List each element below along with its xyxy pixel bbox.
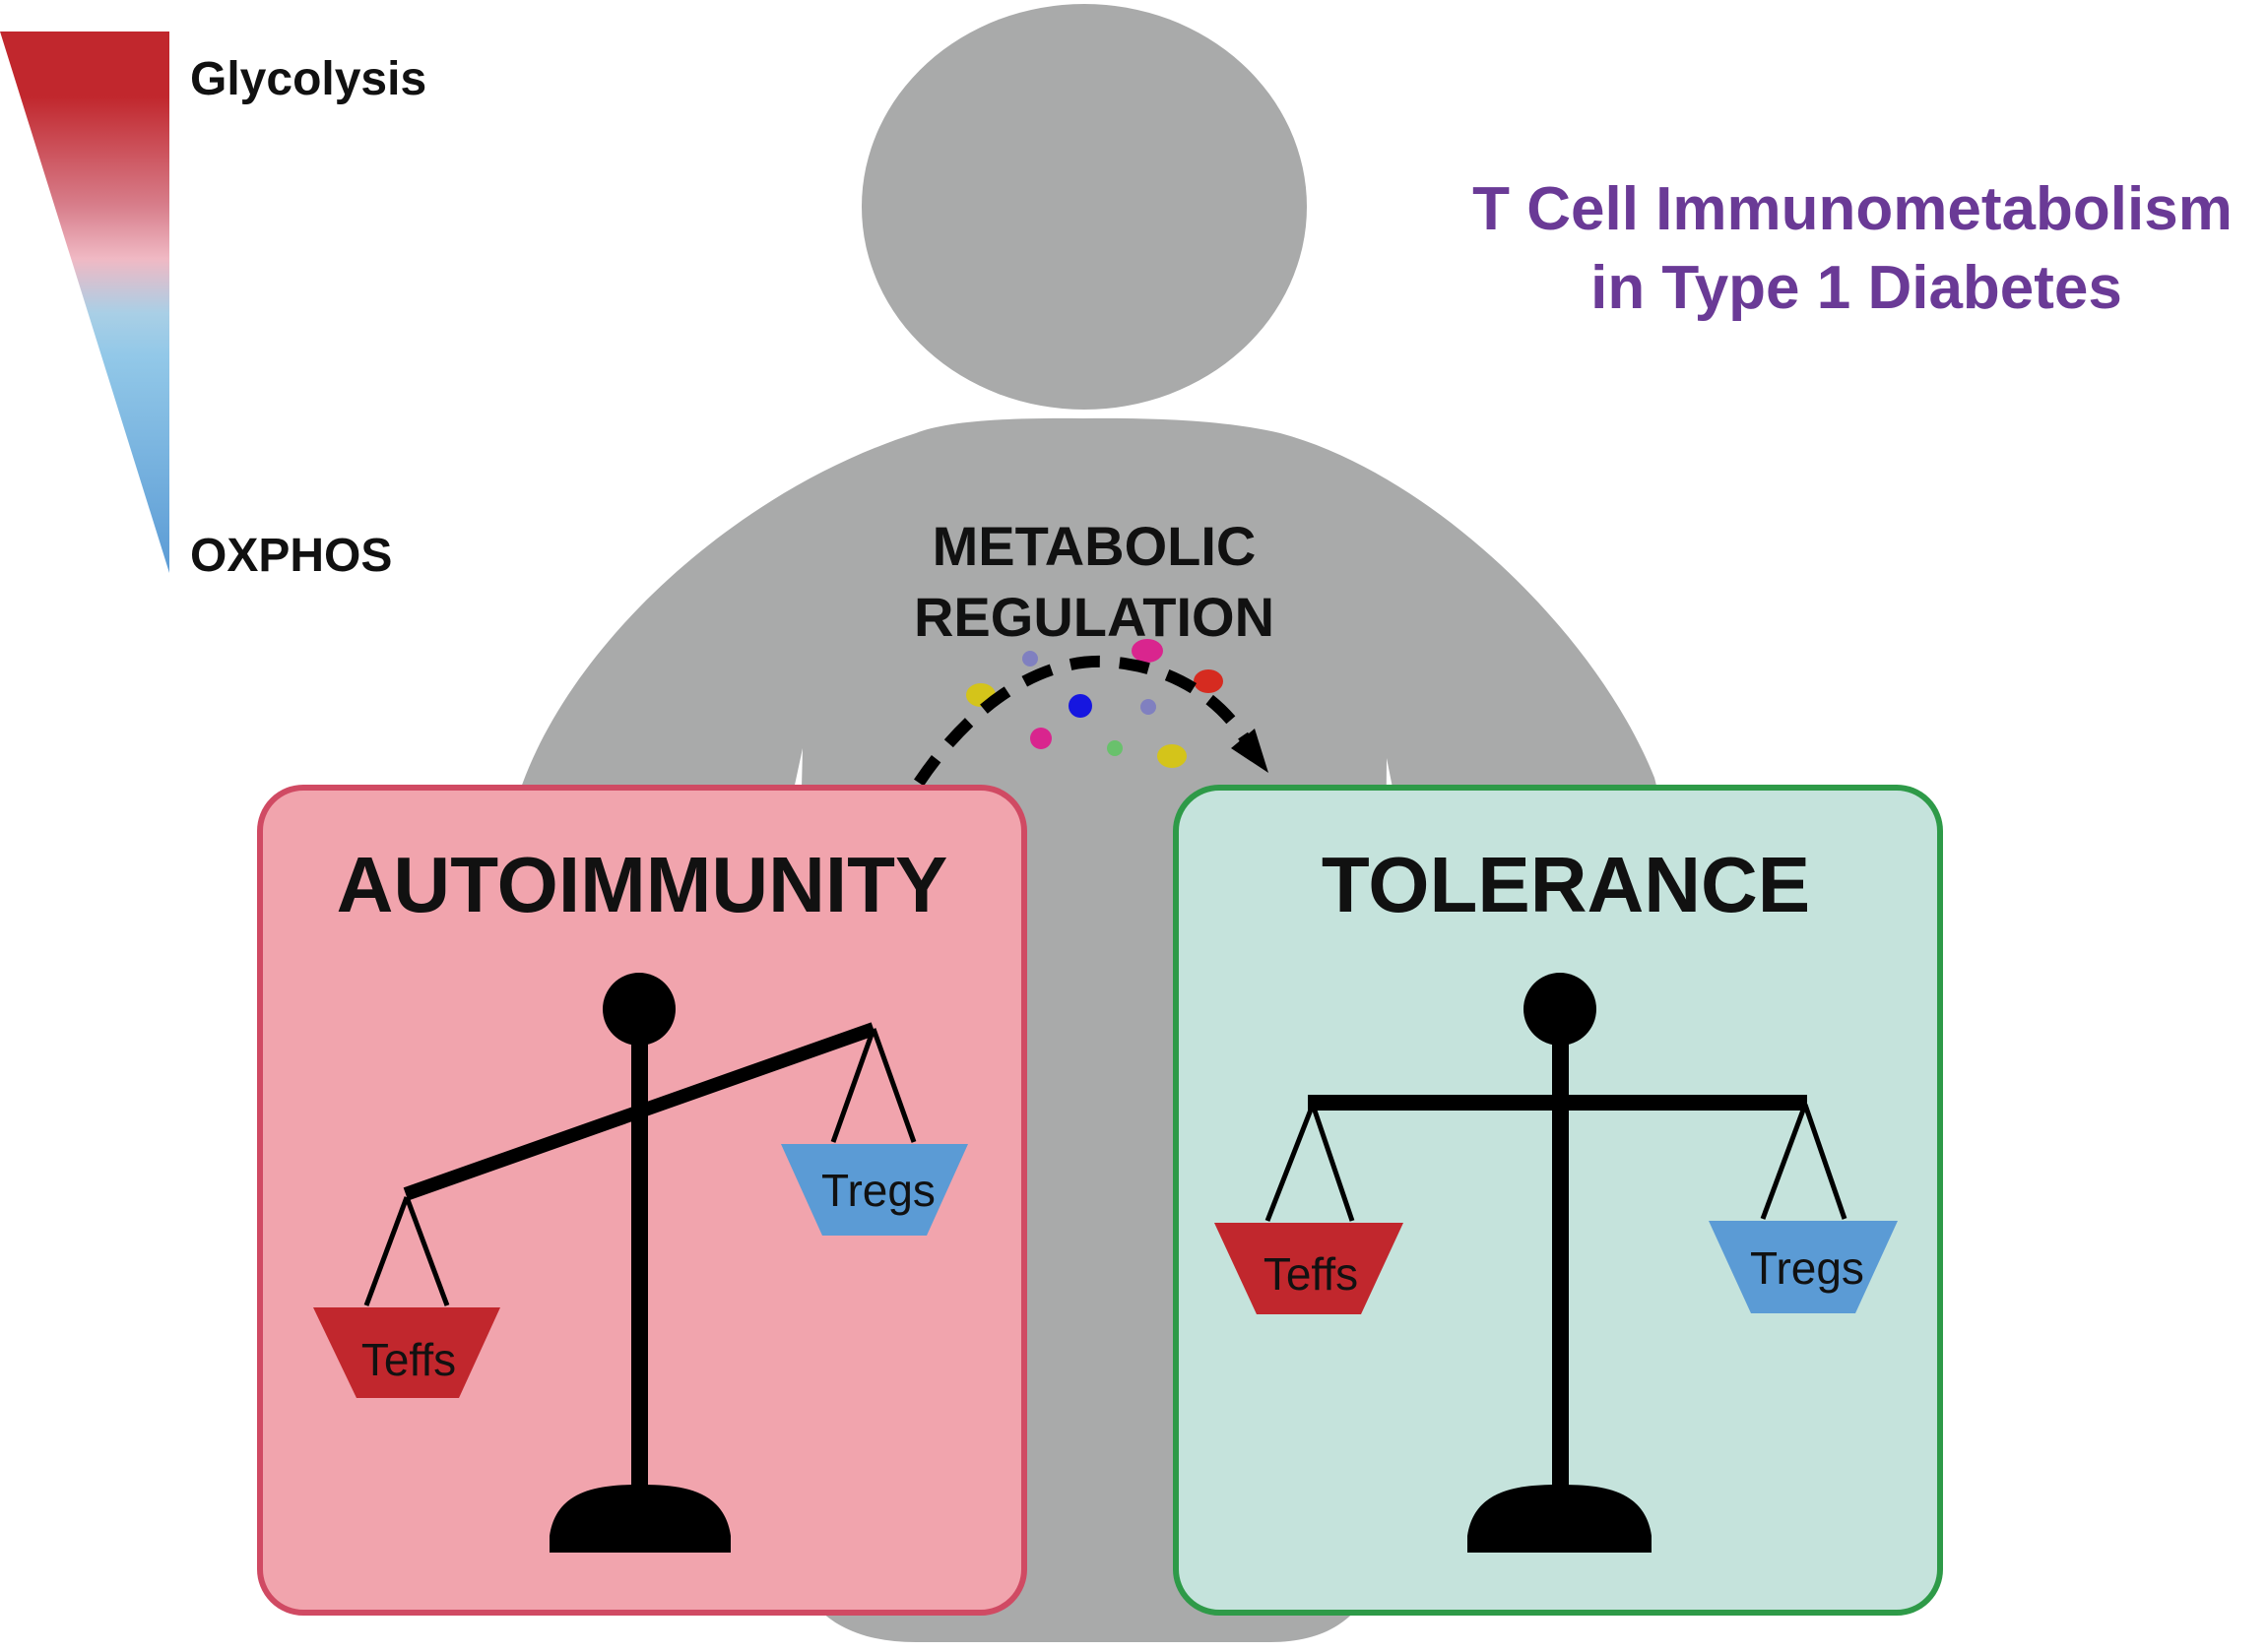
- arrowhead-icon: [1231, 729, 1268, 773]
- tolerance-title: TOLERANCE: [1322, 841, 1810, 928]
- autoimmunity-title: AUTOIMMUNITY: [337, 841, 948, 928]
- metabolite-dot: [1030, 728, 1052, 749]
- tregs-pan-label: Tregs: [1750, 1242, 1864, 1294]
- hanger-string: [830, 1028, 876, 1143]
- title-line-1: T Cell Immunometabolism: [1472, 175, 2233, 243]
- hanger-string: [1802, 1104, 1847, 1220]
- title-line-2: in Type 1 Diabetes: [1590, 254, 2122, 322]
- tolerance-panel: TOLERANCE Teffs Tregs: [1173, 785, 1943, 1616]
- metabolite-dot: [1069, 694, 1092, 718]
- scale-pillar: [1552, 1009, 1569, 1506]
- metabolic-regulation-line-2: REGULATION: [914, 586, 1274, 648]
- legend-glycolysis-label: Glycolysis: [190, 53, 426, 105]
- teffs-pan: [1214, 1223, 1403, 1314]
- metabolite-dot: [1157, 744, 1187, 768]
- hanger-string: [363, 1196, 410, 1306]
- metabolite-dot: [1140, 699, 1156, 715]
- hanger-string: [1264, 1104, 1316, 1222]
- metabolite-dot: [1107, 740, 1123, 756]
- tregs-pan: [1709, 1221, 1898, 1313]
- metabolite-dot: [1132, 639, 1163, 663]
- metabolite-dot: [1194, 669, 1223, 693]
- hanger-string: [871, 1028, 917, 1143]
- figure-title: T Cell Immunometabolism in Type 1 Diabet…: [1472, 175, 2233, 322]
- teffs-pan: [313, 1307, 500, 1398]
- metabolite-dot: [1022, 651, 1038, 667]
- teffs-pan-label: Teffs: [1264, 1248, 1358, 1300]
- scale-base: [1467, 1485, 1652, 1553]
- metabolic-regulation-line-1: METABOLIC: [933, 515, 1257, 577]
- silhouette-head: [862, 4, 1307, 410]
- tregs-pan-label: Tregs: [821, 1165, 936, 1216]
- tregs-pan: [781, 1144, 968, 1236]
- teffs-pan-label: Teffs: [361, 1334, 456, 1385]
- hanger-string: [404, 1196, 450, 1306]
- hanger-string: [1760, 1104, 1808, 1220]
- metabolic-regulation-arrow: [914, 655, 1268, 787]
- scale-beam: [403, 1022, 876, 1201]
- gradient-legend: Glycolysis OXPHOS: [0, 32, 426, 582]
- scale-base: [550, 1485, 731, 1553]
- legend-oxphos-label: OXPHOS: [190, 530, 392, 582]
- autoimmunity-panel: AUTOIMMUNITY Teffs Tregs: [257, 785, 1027, 1616]
- hanger-string: [1310, 1104, 1355, 1222]
- scale-pillar: [631, 1009, 648, 1506]
- dashed-arrow-path: [914, 655, 1257, 787]
- glycolysis-oxphos-gradient-wedge: [0, 32, 169, 573]
